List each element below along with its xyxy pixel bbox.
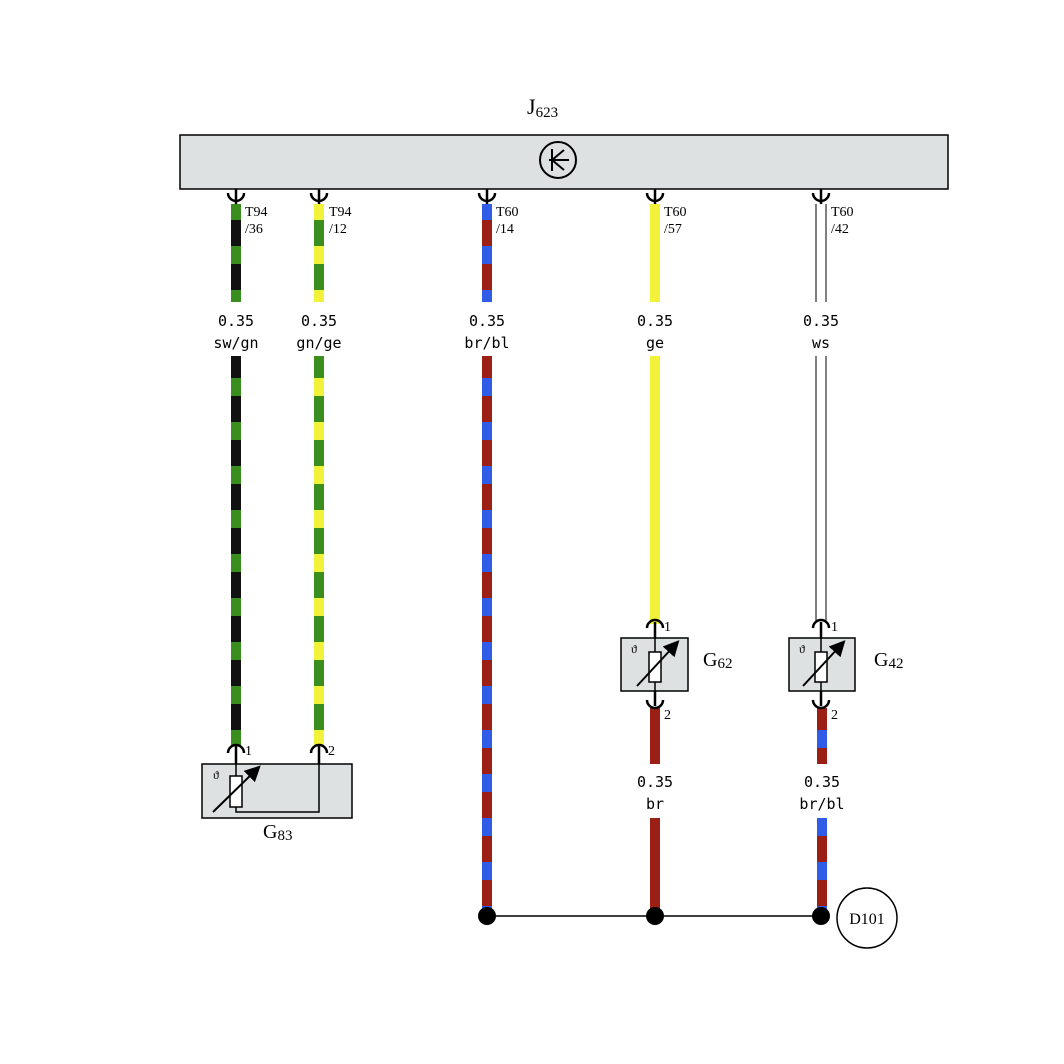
ecu-symbol-icon: [539, 141, 577, 179]
sensor-g42-label: G42: [874, 649, 903, 672]
wire-br-lower: [650, 818, 660, 916]
junction-dot: [812, 907, 830, 925]
sensor-g42[interactable]: ϑ 1 2 G42: [788, 618, 903, 723]
wire-sw-gn-upper: [231, 204, 241, 302]
junction-dot: [478, 907, 496, 925]
svg-text:0.35: 0.35: [301, 312, 337, 330]
sensor-g83-label: G83: [263, 821, 292, 844]
svg-text:2: 2: [328, 744, 335, 759]
svg-text:0.35: 0.35: [804, 773, 840, 791]
connector-icon: [811, 618, 831, 629]
svg-text:T94: T94: [329, 205, 352, 220]
pin-label-t94-36: T94 /36: [245, 205, 268, 237]
svg-text:br/bl: br/bl: [464, 334, 509, 352]
ground-point-d101[interactable]: D101: [836, 887, 898, 949]
svg-text:/57: /57: [664, 222, 682, 237]
wire-gn-ge-lower: [314, 356, 324, 746]
svg-text:/12: /12: [329, 222, 347, 237]
svg-text:T94: T94: [245, 205, 268, 220]
svg-text:ws: ws: [812, 334, 830, 352]
pin-label-t94-12: T94 /12: [329, 205, 352, 237]
wire-ge-upper: [650, 204, 660, 302]
wire-sw-gn-lower: [231, 356, 241, 746]
pin-label-t60-57: T60 /57: [664, 205, 687, 237]
svg-text:sw/gn: sw/gn: [213, 334, 258, 352]
svg-text:/42: /42: [831, 222, 849, 237]
wire-br-bl2-lower: [817, 818, 827, 916]
svg-text:T60: T60: [496, 205, 519, 220]
wire-ge-lower: [650, 356, 660, 624]
wire-gn-ge-upper: [314, 204, 324, 302]
svg-text:2: 2: [664, 708, 671, 723]
svg-text:0.35: 0.35: [803, 312, 839, 330]
wire-label-2: 0.35 gn/ge: [296, 312, 341, 352]
wire-br-bl2-upper: [817, 708, 827, 764]
wire-br-upper: [650, 708, 660, 764]
wire-label-3: 0.35 br/bl: [464, 312, 509, 352]
svg-text:T60: T60: [664, 205, 687, 220]
svg-text:ϑ: ϑ: [631, 642, 637, 656]
svg-text:br: br: [646, 795, 664, 813]
svg-text:D101: D101: [849, 911, 885, 928]
sensor-g62-label: G62: [703, 649, 732, 672]
wire-label-6: 0.35 br: [637, 773, 673, 813]
wire-label-5: 0.35 ws: [803, 312, 839, 352]
svg-text:2: 2: [831, 708, 838, 723]
svg-text:br/bl: br/bl: [799, 795, 844, 813]
svg-text:0.35: 0.35: [469, 312, 505, 330]
svg-text:ϑ: ϑ: [213, 768, 219, 782]
svg-text:T60: T60: [831, 205, 854, 220]
svg-text:ϑ: ϑ: [799, 642, 805, 656]
wire-ws-lower: [815, 356, 827, 622]
pin-label-t60-14: T60 /14: [496, 205, 519, 237]
svg-text:gn/ge: gn/ge: [296, 334, 341, 352]
svg-text:/36: /36: [245, 222, 263, 237]
connector-icon: [309, 743, 329, 754]
sensor-g62[interactable]: ϑ 1 2 G62: [620, 618, 732, 723]
connector-icon: [226, 189, 831, 204]
wire-br-bl-lower: [482, 356, 492, 916]
svg-text:1: 1: [245, 744, 252, 759]
svg-text:1: 1: [664, 620, 671, 635]
connector-icon: [645, 618, 665, 629]
junction-dot: [646, 907, 664, 925]
connector-icon: [645, 699, 665, 710]
svg-text:/14: /14: [496, 222, 514, 237]
connector-icon: [811, 699, 831, 710]
control-unit-label: J623: [527, 94, 558, 121]
svg-text:0.35: 0.35: [637, 312, 673, 330]
svg-text:ge: ge: [646, 334, 664, 352]
wire-label-7: 0.35 br/bl: [799, 773, 844, 813]
svg-text:1: 1: [831, 620, 838, 635]
connector-icon: [226, 743, 246, 754]
pin-label-t60-42: T60 /42: [831, 205, 854, 237]
wire-ws-upper: [815, 204, 827, 302]
svg-text:0.35: 0.35: [637, 773, 673, 791]
wire-label-1: 0.35 sw/gn: [213, 312, 258, 352]
sensor-g83[interactable]: ϑ 1 2 G83: [201, 743, 353, 844]
wire-label-4: 0.35 ge: [637, 312, 673, 352]
wire-br-bl-upper: [482, 204, 492, 302]
svg-text:0.35: 0.35: [218, 312, 254, 330]
